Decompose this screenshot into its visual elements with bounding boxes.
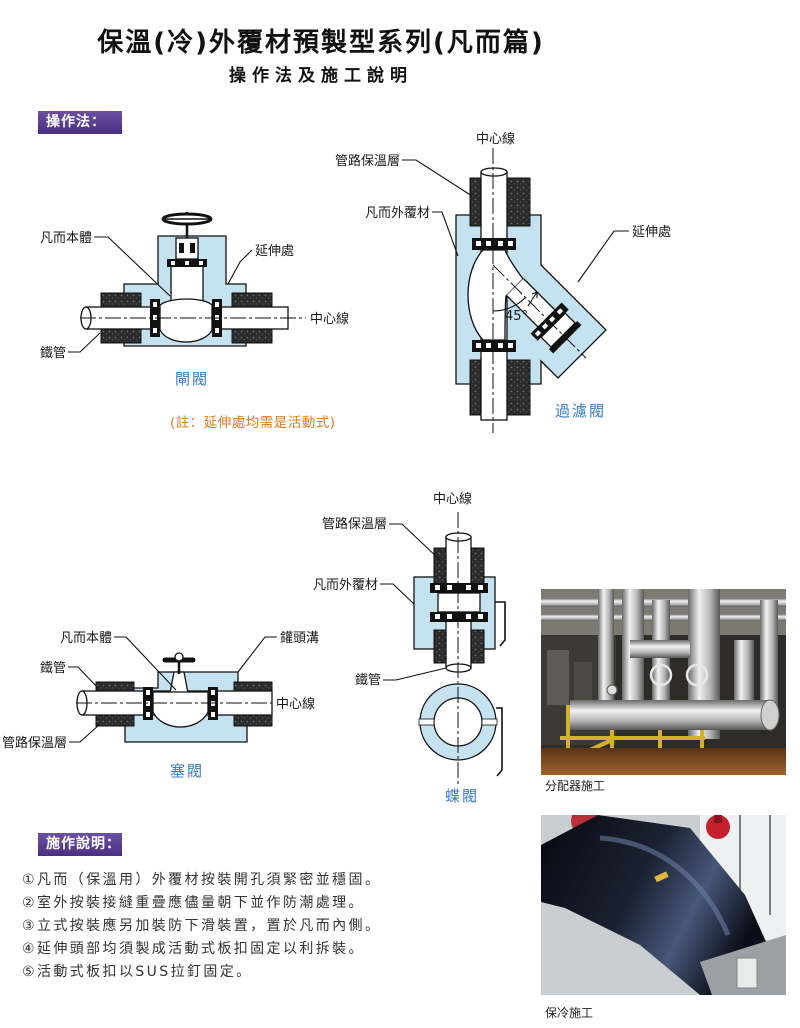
photo-floor bbox=[541, 748, 786, 775]
strainer-flange-top bbox=[472, 238, 516, 250]
section-label-operation: 操作法： bbox=[38, 111, 122, 134]
red-valve-stem bbox=[714, 815, 722, 823]
white-pipe-end bbox=[736, 957, 758, 989]
yellow-tag bbox=[654, 871, 669, 883]
strainer-diagram: 45° 中心線 管路保溫層 凡而外覆材 延伸處 過濾閥 bbox=[335, 131, 671, 433]
instruction-item: ②室外按裝接縫重疊應儘量朝下並作防潮處理。 bbox=[22, 895, 365, 911]
gate-valve-body bbox=[159, 298, 213, 343]
page-subtitle: 操作法及施工說明 bbox=[229, 66, 413, 86]
page-title: 保溫(冷)外覆材預製型系列(凡而篇) bbox=[97, 28, 545, 58]
strainer-caption: 過濾閥 bbox=[555, 402, 606, 420]
angle-arrow bbox=[527, 291, 538, 307]
leader-line bbox=[227, 249, 253, 285]
photo-caption-cold: 保冷施工 bbox=[545, 1006, 593, 1020]
vertical-pipe bbox=[598, 589, 614, 709]
ring-seam-left bbox=[418, 718, 435, 726]
valve-handwheel bbox=[649, 663, 673, 687]
section-label-instructions: 施作說明： bbox=[38, 833, 122, 856]
gate-extension-label: 延伸處 bbox=[255, 244, 294, 259]
gate-valve-diagram: 凡而本體 延伸處 中心線 鐵管 閘閥 bbox=[40, 212, 349, 388]
photo-distributor-installation bbox=[541, 589, 786, 775]
red-valve bbox=[706, 815, 730, 839]
instruction-item: ③立式按裝應另加裝防下滑裝置，置於凡而內側。 bbox=[22, 918, 382, 934]
butterfly-cover-label: 凡而外覆材 bbox=[313, 578, 378, 593]
black-insulated-pipe bbox=[541, 815, 772, 995]
pipe-elbow-highlight bbox=[599, 835, 731, 936]
instruction-item: ⑤活動式板扣以SUS拉釘固定。 bbox=[22, 964, 253, 980]
instruction-item: ①凡而（保溫用）外覆材按裝開孔須緊密並穩固。 bbox=[22, 872, 382, 888]
plug-valve-body bbox=[152, 691, 209, 728]
ring-seam-right bbox=[481, 718, 498, 726]
plug-valve-diagram: 凡而本體 鑵頭溝 鐵管 中心線 管路保溫層 塞閥 bbox=[2, 631, 319, 780]
machine bbox=[574, 662, 592, 702]
plug-centerline-label: 中心線 bbox=[276, 696, 315, 712]
leader-line bbox=[68, 332, 101, 353]
leader-line bbox=[68, 666, 99, 689]
leader-line bbox=[237, 636, 277, 673]
horizontal-elbow-pipe bbox=[630, 640, 690, 658]
machine bbox=[547, 650, 569, 705]
gate-centerline-label: 中心線 bbox=[310, 311, 349, 327]
photo-cold-insulation bbox=[541, 815, 786, 995]
leader-line bbox=[69, 723, 101, 743]
gate-bonnet-bolt bbox=[179, 243, 184, 253]
gate-pipe-label: 鐵管 bbox=[40, 345, 66, 361]
leader-line bbox=[94, 236, 171, 297]
strainer-extension-label: 延伸處 bbox=[632, 225, 671, 240]
plug-pipe-label: 鐵管 bbox=[40, 660, 66, 676]
strainer-flange-bottom bbox=[472, 340, 516, 352]
angle-label: 45° bbox=[505, 309, 528, 324]
gate-body-label: 凡而本體 bbox=[40, 231, 92, 246]
leader-line bbox=[577, 230, 629, 283]
strainer-insulation-label: 管路保溫層 bbox=[335, 153, 400, 169]
plug-valve-caption: 塞閥 bbox=[170, 762, 204, 780]
butterfly-flange-top bbox=[430, 583, 488, 593]
butterfly-centerline-label: 中心線 bbox=[433, 491, 472, 507]
gate-valve-caption: 閘閥 bbox=[175, 370, 209, 388]
instruction-list: ①凡而（保溫用）外覆材按裝開孔須緊密並穩固。 ②室外按裝接縫重疊應儘量朝下並作防… bbox=[22, 869, 442, 984]
strainer-flange-bolts bbox=[476, 241, 513, 348]
butterfly-disc bbox=[437, 592, 481, 613]
gate-bonnet-bolt bbox=[190, 243, 195, 253]
butterfly-valve-diagram: 中心線 管路保溫層 凡而外覆材 鐵管 蝶閥 bbox=[313, 491, 506, 805]
butterfly-flange-bolts bbox=[435, 585, 483, 619]
plug-groove-label: 鑵頭溝 bbox=[280, 631, 319, 646]
butterfly-insulation-label: 管路保溫層 bbox=[322, 516, 387, 532]
instruction-item: ④延伸頭部均須製成活動式板扣固定以利拆裝。 bbox=[22, 941, 365, 957]
leader-line bbox=[383, 667, 447, 681]
leader-line bbox=[380, 583, 415, 605]
butterfly-caption: 蝶閥 bbox=[445, 787, 479, 805]
plug-insulation-label: 管路保溫層 bbox=[2, 735, 67, 751]
strainer-pipe-end bbox=[480, 167, 508, 177]
leader-line bbox=[114, 636, 177, 691]
butterfly-latch bbox=[495, 601, 506, 647]
extension-note: (註：延伸處均需是活動式) bbox=[170, 415, 336, 431]
strainer-cover-label: 凡而外覆材 bbox=[365, 206, 430, 221]
leader-line bbox=[432, 211, 459, 257]
vertical-pipe bbox=[760, 600, 778, 712]
photo-caption-distributor: 分配器施工 bbox=[545, 779, 605, 793]
gate-valve-neck bbox=[170, 264, 204, 302]
valve-handwheel bbox=[685, 663, 709, 687]
strainer-centerline-label: 中心線 bbox=[476, 131, 515, 147]
butterfly-flange-bottom bbox=[430, 612, 488, 622]
gauge bbox=[606, 684, 618, 696]
header-pipe bbox=[570, 700, 770, 730]
ring-latch bbox=[496, 707, 503, 777]
plug-handle-knob bbox=[174, 652, 184, 662]
strainer-branch-centerline bbox=[492, 264, 587, 359]
header-pipe-end bbox=[760, 699, 780, 731]
strainer-body bbox=[467, 249, 524, 341]
butterfly-pipe-label: 鐵管 bbox=[355, 672, 381, 688]
leader-line bbox=[402, 159, 473, 197]
angle-arc bbox=[492, 297, 526, 312]
leader-line bbox=[389, 523, 441, 561]
plug-body-label: 凡而本體 bbox=[60, 631, 112, 646]
